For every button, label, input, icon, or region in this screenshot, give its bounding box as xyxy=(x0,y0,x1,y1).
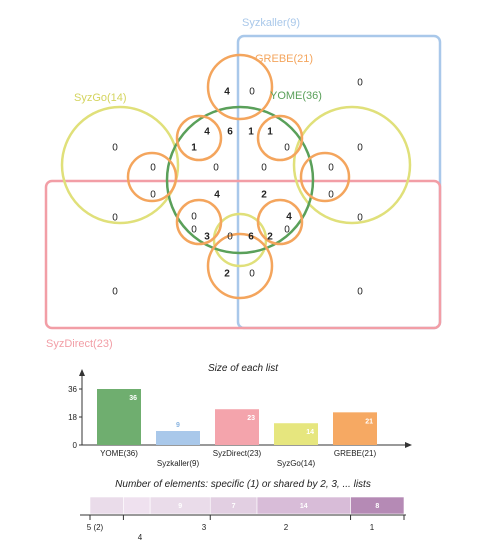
sharing-segment xyxy=(123,496,151,515)
bar-value-label: 14 xyxy=(306,429,314,436)
sharing-segment-label: 8 xyxy=(375,503,379,510)
bar xyxy=(97,389,141,445)
region-count: 0 xyxy=(112,287,118,298)
region-count: 0 xyxy=(328,190,334,201)
region-count: 4 xyxy=(204,127,210,138)
venn-shapes xyxy=(44,34,442,330)
bar xyxy=(333,412,377,445)
set-label-syzkaller: Syzkaller(9) xyxy=(242,17,300,29)
size-chart-x-arrow xyxy=(405,442,412,448)
region-count: 0 xyxy=(112,143,118,154)
sharing-segment-label: 9 xyxy=(178,503,182,510)
region-count: 0 xyxy=(357,213,363,224)
y-tick-label: 0 xyxy=(73,441,78,450)
size-chart-y-arrow xyxy=(79,369,85,376)
region-count: 0 xyxy=(357,143,363,154)
grebe-petal-left xyxy=(126,151,178,203)
region-count: 0 xyxy=(328,163,334,174)
region-count: 0 xyxy=(261,163,267,174)
region-count: 0 xyxy=(227,232,233,243)
region-count: 6 xyxy=(248,232,254,243)
region-count: 0 xyxy=(249,269,255,280)
region-count: 0 xyxy=(150,163,156,174)
region-count: 1 xyxy=(191,143,197,154)
grebe-petal-upper-right xyxy=(256,114,304,162)
region-count: 0 xyxy=(357,78,363,89)
category-label: YOME(36) xyxy=(100,449,138,458)
sharing-segment-label: 7 xyxy=(232,503,236,510)
bar xyxy=(156,431,200,445)
sharing-axis-label: 4 xyxy=(138,533,143,542)
set-label-syzdirect: SyzDirect(23) xyxy=(46,338,113,350)
bar xyxy=(274,423,318,445)
set-label-syzgo: SyzGo(14) xyxy=(74,92,127,104)
grebe-petal-lower-right xyxy=(256,198,304,246)
region-count: 4 xyxy=(214,190,220,201)
sharing-axis-label: 5 (2) xyxy=(87,523,104,532)
grebe-petal-top xyxy=(206,53,274,121)
region-count: 0 xyxy=(150,190,156,201)
bar-value-label: 36 xyxy=(129,395,137,402)
region-count: 1 xyxy=(248,127,254,138)
bar xyxy=(215,409,259,445)
region-count: 0 xyxy=(191,225,197,236)
category-label: SyzDirect(23) xyxy=(213,449,262,458)
category-label: GREBE(21) xyxy=(334,449,377,458)
sharing-segment xyxy=(350,496,405,515)
sharing-axis-label: 2 xyxy=(284,523,289,532)
size-chart-title: Size of each list xyxy=(208,363,279,374)
grebe-petal-upper-left xyxy=(175,114,223,162)
set-label-yome: YOME(36) xyxy=(270,90,322,102)
region-count: 0 xyxy=(284,225,290,236)
category-label: SyzGo(14) xyxy=(277,459,316,468)
size-chart-y-ticks: 0 18 36 xyxy=(68,385,82,450)
syzgo-set-circle-right xyxy=(292,105,412,225)
y-tick-label: 18 xyxy=(68,413,77,422)
y-tick-label: 36 xyxy=(68,385,77,394)
grebe-petal-bottom xyxy=(206,232,274,300)
sharing-chart-ticks: 5 (2) 4 3 2 1 xyxy=(87,515,405,542)
sharing-segment xyxy=(89,496,124,515)
region-count: 3 xyxy=(204,232,210,243)
region-count: 1 xyxy=(267,127,273,138)
region-count: 2 xyxy=(224,269,230,280)
grebe-petal-right xyxy=(299,151,351,203)
sharing-segment-label: 14 xyxy=(300,503,308,510)
region-count: 4 xyxy=(286,212,292,223)
yome-set-circle xyxy=(165,105,315,255)
syzgo-set-circle-left xyxy=(60,105,180,225)
bar-value-label: 21 xyxy=(365,418,373,425)
sharing-axis-label: 3 xyxy=(202,523,207,532)
grebe-petal-lower-left xyxy=(175,198,223,246)
region-count: 0 xyxy=(249,87,255,98)
region-count: 0 xyxy=(284,143,290,154)
region-count: 4 xyxy=(224,87,230,98)
region-count: 0 xyxy=(191,212,197,223)
region-count: 0 xyxy=(213,163,219,174)
sharing-chart-title: Number of elements: specific (1) or shar… xyxy=(115,479,371,490)
syzdirect-set-rect xyxy=(44,179,442,330)
region-count: 0 xyxy=(112,213,118,224)
set-label-grebe: GREBE(21) xyxy=(255,53,313,65)
region-count: 2 xyxy=(261,190,267,201)
region-count: 2 xyxy=(267,232,273,243)
sharing-chart-bar: 9 7 14 8 xyxy=(89,496,405,515)
sharing-chart: Number of elements: specific (1) or shar… xyxy=(80,479,406,542)
region-count: 0 xyxy=(357,287,363,298)
region-count: 6 xyxy=(227,127,233,138)
bar-value-label: 23 xyxy=(247,415,255,422)
sharing-axis-label: 1 xyxy=(370,523,375,532)
bar-value-label: 9 xyxy=(176,422,180,429)
category-label: Syzkaller(9) xyxy=(157,459,200,468)
